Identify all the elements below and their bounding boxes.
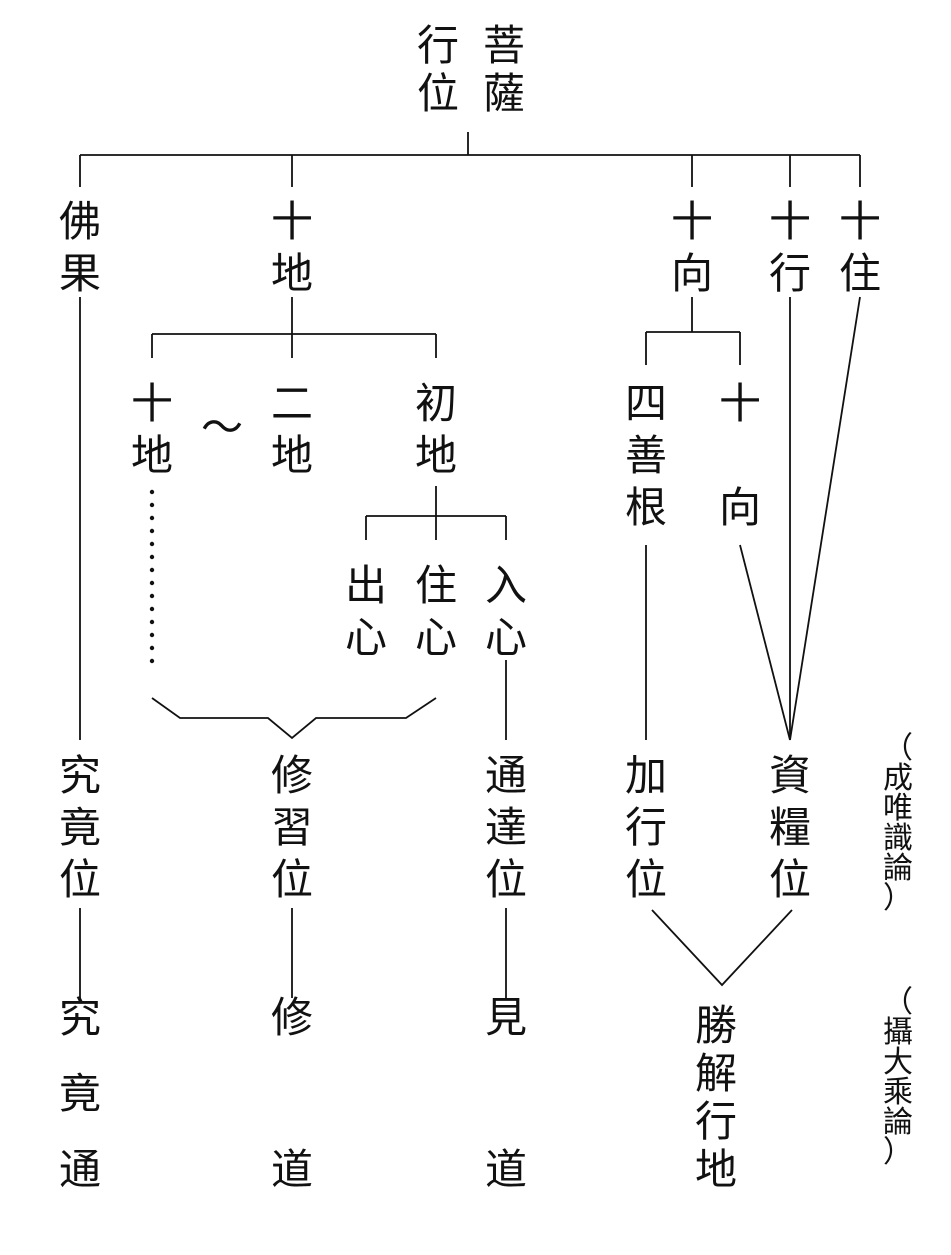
source-label-cheng-weishi: （成唯識論）: [883, 731, 913, 916]
ground-tenth: 十地: [131, 379, 173, 480]
stage-fruit: 佛果: [59, 197, 101, 298]
path-cultivation: 修道: [271, 993, 313, 1194]
dot: [149, 658, 155, 664]
dedication-sub: 十向: [719, 379, 761, 532]
root-label-right: 菩薩: [483, 21, 525, 118]
dot: [149, 632, 155, 638]
dot: [149, 541, 155, 547]
connector-lines: [79, 132, 861, 998]
dot: [149, 580, 155, 586]
stage-ten-grounds: 十地: [271, 197, 313, 298]
mind-exit: 出心: [345, 561, 387, 662]
root-node: 行位 菩薩: [417, 21, 525, 118]
mind-abide: 住心: [415, 561, 457, 662]
stage-ten-dedications: 十向: [671, 197, 713, 298]
dot: [149, 554, 155, 560]
dot: [149, 645, 155, 651]
position-ultimate: 究竟位: [59, 751, 101, 904]
ground-first: 初地: [415, 379, 457, 480]
stage-ten-abodes: 十住: [839, 197, 881, 298]
dot: [149, 619, 155, 625]
dot: [149, 515, 155, 521]
position-penetration: 通達位: [485, 751, 527, 904]
four-wholesome-roots: 四善根: [625, 379, 667, 532]
ground-range-tilde: ～: [201, 403, 243, 452]
source-label-mahayana-sangraha: （攝大乘論）: [883, 985, 913, 1170]
ground-second: 二地: [271, 379, 313, 480]
dotted-line: [149, 489, 155, 664]
path-ultimate: 究竟通: [59, 993, 101, 1194]
mind-enter: 入心: [485, 561, 527, 662]
dot: [149, 567, 155, 573]
stage-ten-practices: 十行: [769, 197, 811, 298]
position-provision: 資糧位: [769, 751, 811, 904]
path-resolve: 勝解行地: [695, 1001, 737, 1194]
dot: [149, 528, 155, 534]
dot: [149, 489, 155, 495]
dot: [149, 502, 155, 508]
dot: [149, 606, 155, 612]
root-label-left: 行位: [417, 21, 459, 118]
position-cultivation: 修習位: [271, 751, 313, 904]
path-seeing: 見道: [485, 993, 527, 1194]
dot: [149, 593, 155, 599]
position-application: 加行位: [625, 751, 667, 904]
